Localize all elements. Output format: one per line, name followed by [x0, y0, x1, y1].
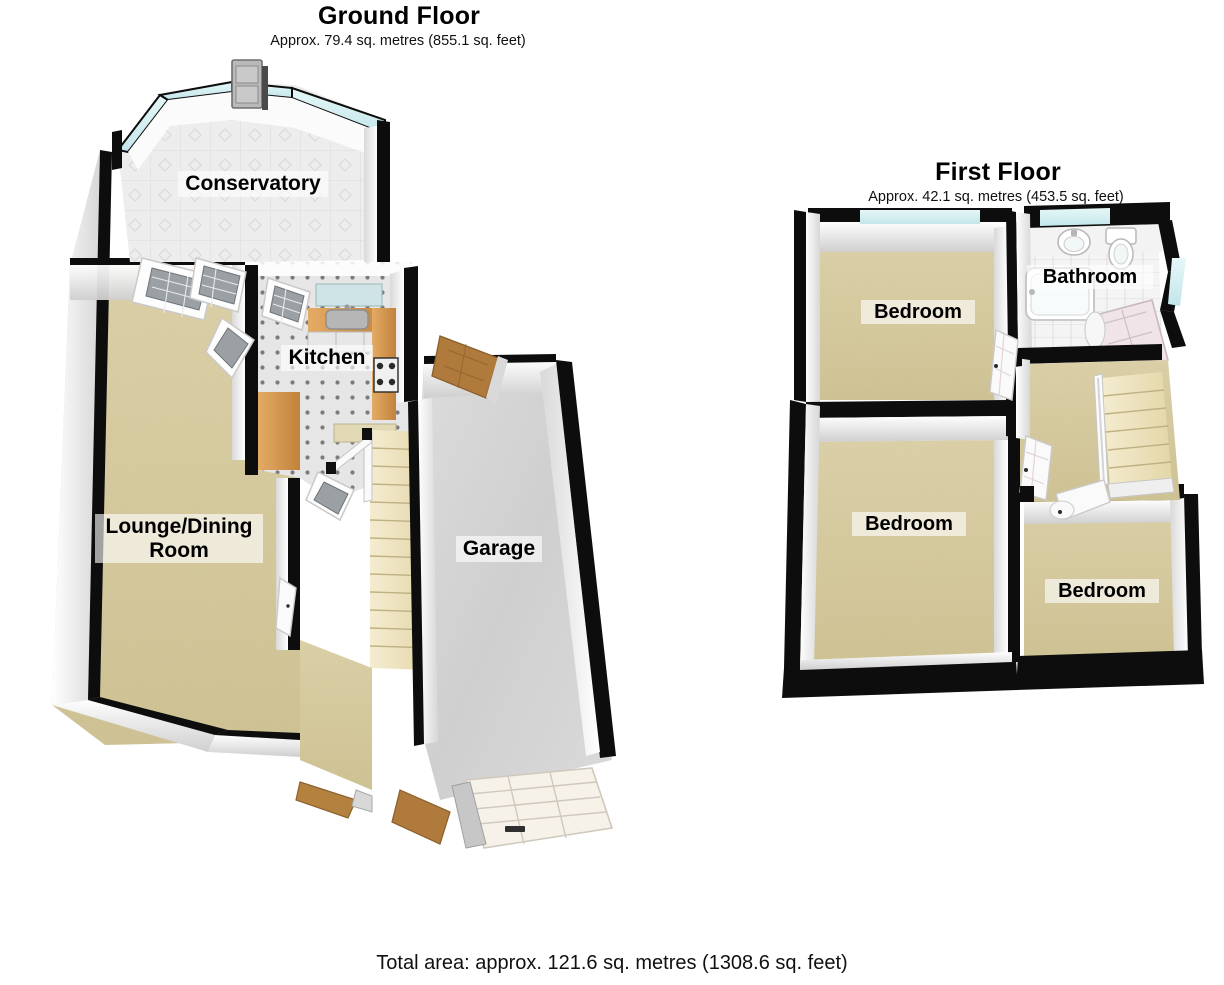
- bedroom-3-label: Bedroom: [1045, 579, 1159, 604]
- kitchen-hob: [373, 357, 399, 393]
- garage-door: [451, 767, 614, 849]
- kitchen-sink: [325, 309, 369, 330]
- bathroom-window: [1040, 208, 1110, 226]
- bedroom-2-label: Bedroom: [852, 512, 966, 537]
- first-floor-title: First Floor: [935, 158, 1061, 186]
- bathroom-toilet: [1105, 227, 1137, 270]
- kitchen-splashback: [315, 283, 383, 307]
- bathroom-label: Bathroom: [1027, 265, 1153, 290]
- first-floor-landing: [989, 328, 1180, 521]
- kitchen-label: Kitchen: [281, 345, 373, 371]
- garage-side-door: [431, 335, 508, 404]
- garage-label: Garage: [456, 536, 542, 562]
- bedroom-1-window: [860, 210, 980, 224]
- garage-door-handle: [505, 826, 525, 832]
- door-lounge-conservatory-right: [189, 257, 247, 313]
- door-bedroom-2: [1019, 435, 1053, 501]
- door-bedroom-1: [989, 328, 1019, 401]
- ground-floor-title: Ground Floor: [318, 2, 481, 30]
- front-door: [295, 781, 357, 819]
- door-bedroom-3: [1049, 479, 1111, 521]
- first-floor-subtitle: Approx. 42.1 sq. metres (453.5 sq. feet): [868, 189, 1124, 205]
- room-garage: [391, 335, 616, 849]
- door-kitchen-conservatory: [261, 277, 311, 331]
- room-bedroom-2: [782, 400, 1020, 698]
- room-bedroom-1: [794, 208, 1020, 442]
- room-bathroom: [1006, 202, 1186, 380]
- ground-doors: [131, 257, 355, 638]
- door-under-stairs: [275, 576, 297, 638]
- bedroom-1-label: Bedroom: [861, 300, 975, 325]
- bathroom-basin: [1057, 228, 1091, 256]
- lounge-dining-label: Lounge/Dining Room: [95, 514, 263, 564]
- total-area-text: Total area: approx. 121.6 sq. metres (13…: [376, 952, 848, 974]
- ground-floor-subtitle: Approx. 79.4 sq. metres (855.1 sq. feet): [270, 33, 526, 49]
- room-lounge-dining: [52, 150, 300, 757]
- conservatory-label: Conservatory: [178, 171, 328, 197]
- door-hall-kitchen: [305, 470, 355, 522]
- door-lounge-hall: [205, 316, 255, 380]
- first-floor-staircase: [1093, 372, 1175, 499]
- room-conservatory: [112, 59, 390, 262]
